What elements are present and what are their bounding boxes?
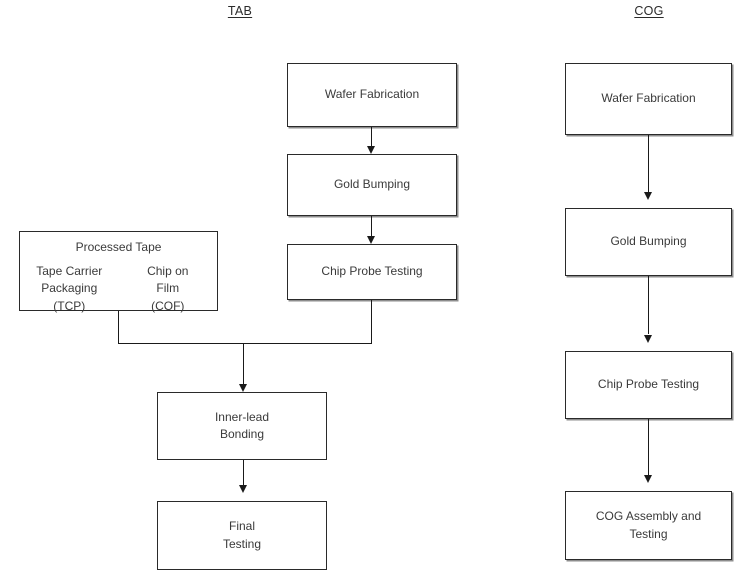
node-tab-chip-probe-testing[interactable]: Chip Probe Testing [287,244,457,300]
column-title-tab: TAB [227,4,253,18]
node-tab-wafer-fabrication[interactable]: Wafer Fabrication [287,63,457,127]
edge-tab-wafer-to-gold [371,127,372,147]
processed-tape-heading: Processed Tape [75,240,162,254]
edge-cog-gold-to-probe [648,276,649,334]
edge-tab-tape-to-bus [118,311,119,344]
node-label: Inner-lead Bonding [215,409,269,444]
final-testing-line-2: Testing [222,536,262,551]
edge-cog-wafer-to-gold [648,135,649,193]
column-title-cog: COG [634,4,664,18]
processed-tape-subcolumns: Tape Carrier Packaging (TCP) Chip on Fil… [20,263,217,315]
final-testing-line-1: Final [228,519,255,534]
tcp-line-1: Tape Carrier [36,264,103,278]
processed-tape-tcp: Tape Carrier Packaging (TCP) [20,263,119,315]
node-label: Gold Bumping [610,234,687,249]
tcp-line-2: Packaging [41,281,98,296]
cof-line-3: (COF) [151,298,185,313]
node-cog-chip-probe-testing[interactable]: Chip Probe Testing [565,351,732,419]
arrowhead-tab-inner-lead-bonding [239,384,247,392]
edge-tab-probe-to-bus [371,300,372,344]
node-cog-assembly-and-testing[interactable]: COG Assembly and Testing [565,491,732,560]
arrowhead-tab-final-testing [239,485,247,493]
arrowhead-tab-gold-bumping [367,146,375,154]
node-label: Gold Bumping [333,177,411,192]
arrowhead-tab-chip-probe-testing [367,236,375,244]
node-label: Final Testing [223,518,261,553]
processed-tape-cof: Chip on Film (COF) [119,263,218,315]
cof-line-1: Chip on [147,264,189,278]
node-cog-wafer-fabrication[interactable]: Wafer Fabrication [565,63,732,135]
node-label: COG Assembly and Testing [596,508,701,543]
node-tab-inner-lead-bonding[interactable]: Inner-lead Bonding [157,392,327,460]
arrowhead-cog-assembly-and-testing [644,475,652,483]
arrowhead-cog-gold-bumping [644,192,652,200]
node-tab-gold-bumping[interactable]: Gold Bumping [287,154,457,216]
node-cog-gold-bumping[interactable]: Gold Bumping [565,208,732,276]
cog-assembly-line-1: COG Assembly and [595,509,702,524]
node-tab-processed-tape[interactable]: Processed Tape Tape Carrier Packaging (T… [19,231,218,313]
arrowhead-cog-chip-probe-testing [644,335,652,343]
edge-cog-probe-to-assembly [648,419,649,476]
inner-lead-line-2: Bonding [219,427,265,441]
node-label: Wafer Fabrication [324,87,420,102]
node-label: Chip Probe Testing [321,264,423,279]
edge-tab-merge-bus [118,343,372,344]
cog-assembly-line-2: Testing [629,526,668,541]
edge-tab-gold-to-probe [371,216,372,237]
edge-tab-inner-lead-to-final [243,460,244,486]
edge-tab-bus-to-inner-lead [243,343,244,385]
tcp-line-3: (TCP) [53,298,86,313]
node-label: Chip Probe Testing [597,377,700,392]
cof-line-2: Film [156,281,180,296]
node-label: Wafer Fabrication [601,91,696,106]
inner-lead-line-1: Inner-lead [214,409,270,424]
node-tab-final-testing[interactable]: Final Testing [157,501,327,570]
